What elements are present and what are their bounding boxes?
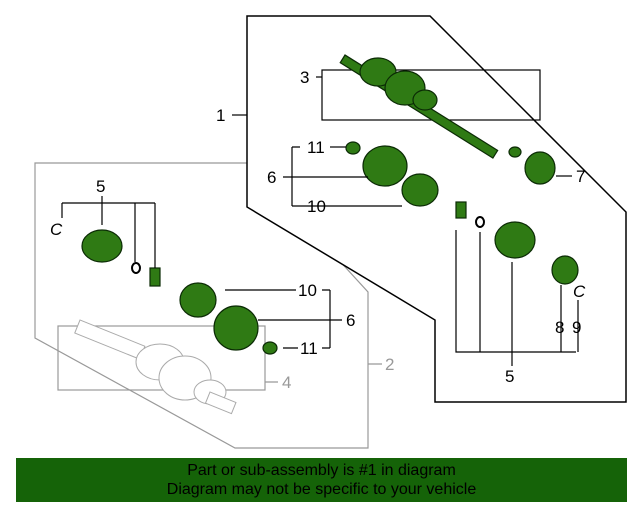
callout-10: 10: [307, 197, 326, 216]
outer-joint-7: [524, 151, 556, 185]
callout-11: 11: [307, 138, 325, 157]
notice-line-2: Diagram may not be specific to your vehi…: [166, 481, 477, 498]
callout-8: 8: [555, 318, 564, 337]
callout-11: 11: [300, 339, 318, 358]
boot-clamp-10-left: [179, 282, 217, 318]
inner-joint-5: [494, 221, 536, 259]
boot-6-left: [213, 305, 259, 351]
axle-shaft-assembly: [339, 54, 522, 159]
callout-6: 6: [267, 168, 276, 187]
callout-1: 1: [216, 106, 225, 125]
ghost-axle-shaft: [74, 319, 237, 415]
boot-clamp-11-top: [345, 141, 361, 155]
inner-joint-left: [81, 229, 123, 263]
callout-5: 5: [505, 367, 514, 386]
boot-clamp-11-left: [262, 341, 278, 355]
assembly-panel-1: [246, 15, 627, 403]
callout-9: 9: [572, 318, 581, 337]
callout-3: 3: [300, 68, 309, 87]
callout-10: 10: [298, 281, 317, 300]
circlip-left: [131, 262, 141, 274]
leader-lines: [61, 76, 579, 366]
boot-clamp-10-top: [401, 173, 439, 207]
callout-7: 7: [576, 167, 585, 186]
circlip: [475, 216, 485, 228]
notice-line-1: Part or sub-assembly is #1 in diagram: [187, 462, 456, 479]
callout-4: 4: [282, 373, 291, 392]
boot-6-top: [362, 145, 408, 187]
gray-leader-lines: [265, 363, 382, 383]
callout-5: 5: [96, 177, 105, 196]
callout-c: C: [50, 220, 63, 239]
notice-banner: Part or sub-assembly is #1 in diagram Di…: [16, 458, 627, 502]
callout-c: C: [573, 282, 586, 301]
callout-6: 6: [346, 311, 355, 330]
callout-2: 2: [385, 355, 394, 374]
spider-left: [149, 267, 161, 287]
subassembly-box-4: [57, 325, 266, 391]
spider-joint: [455, 201, 467, 219]
seal-8: [551, 255, 579, 285]
